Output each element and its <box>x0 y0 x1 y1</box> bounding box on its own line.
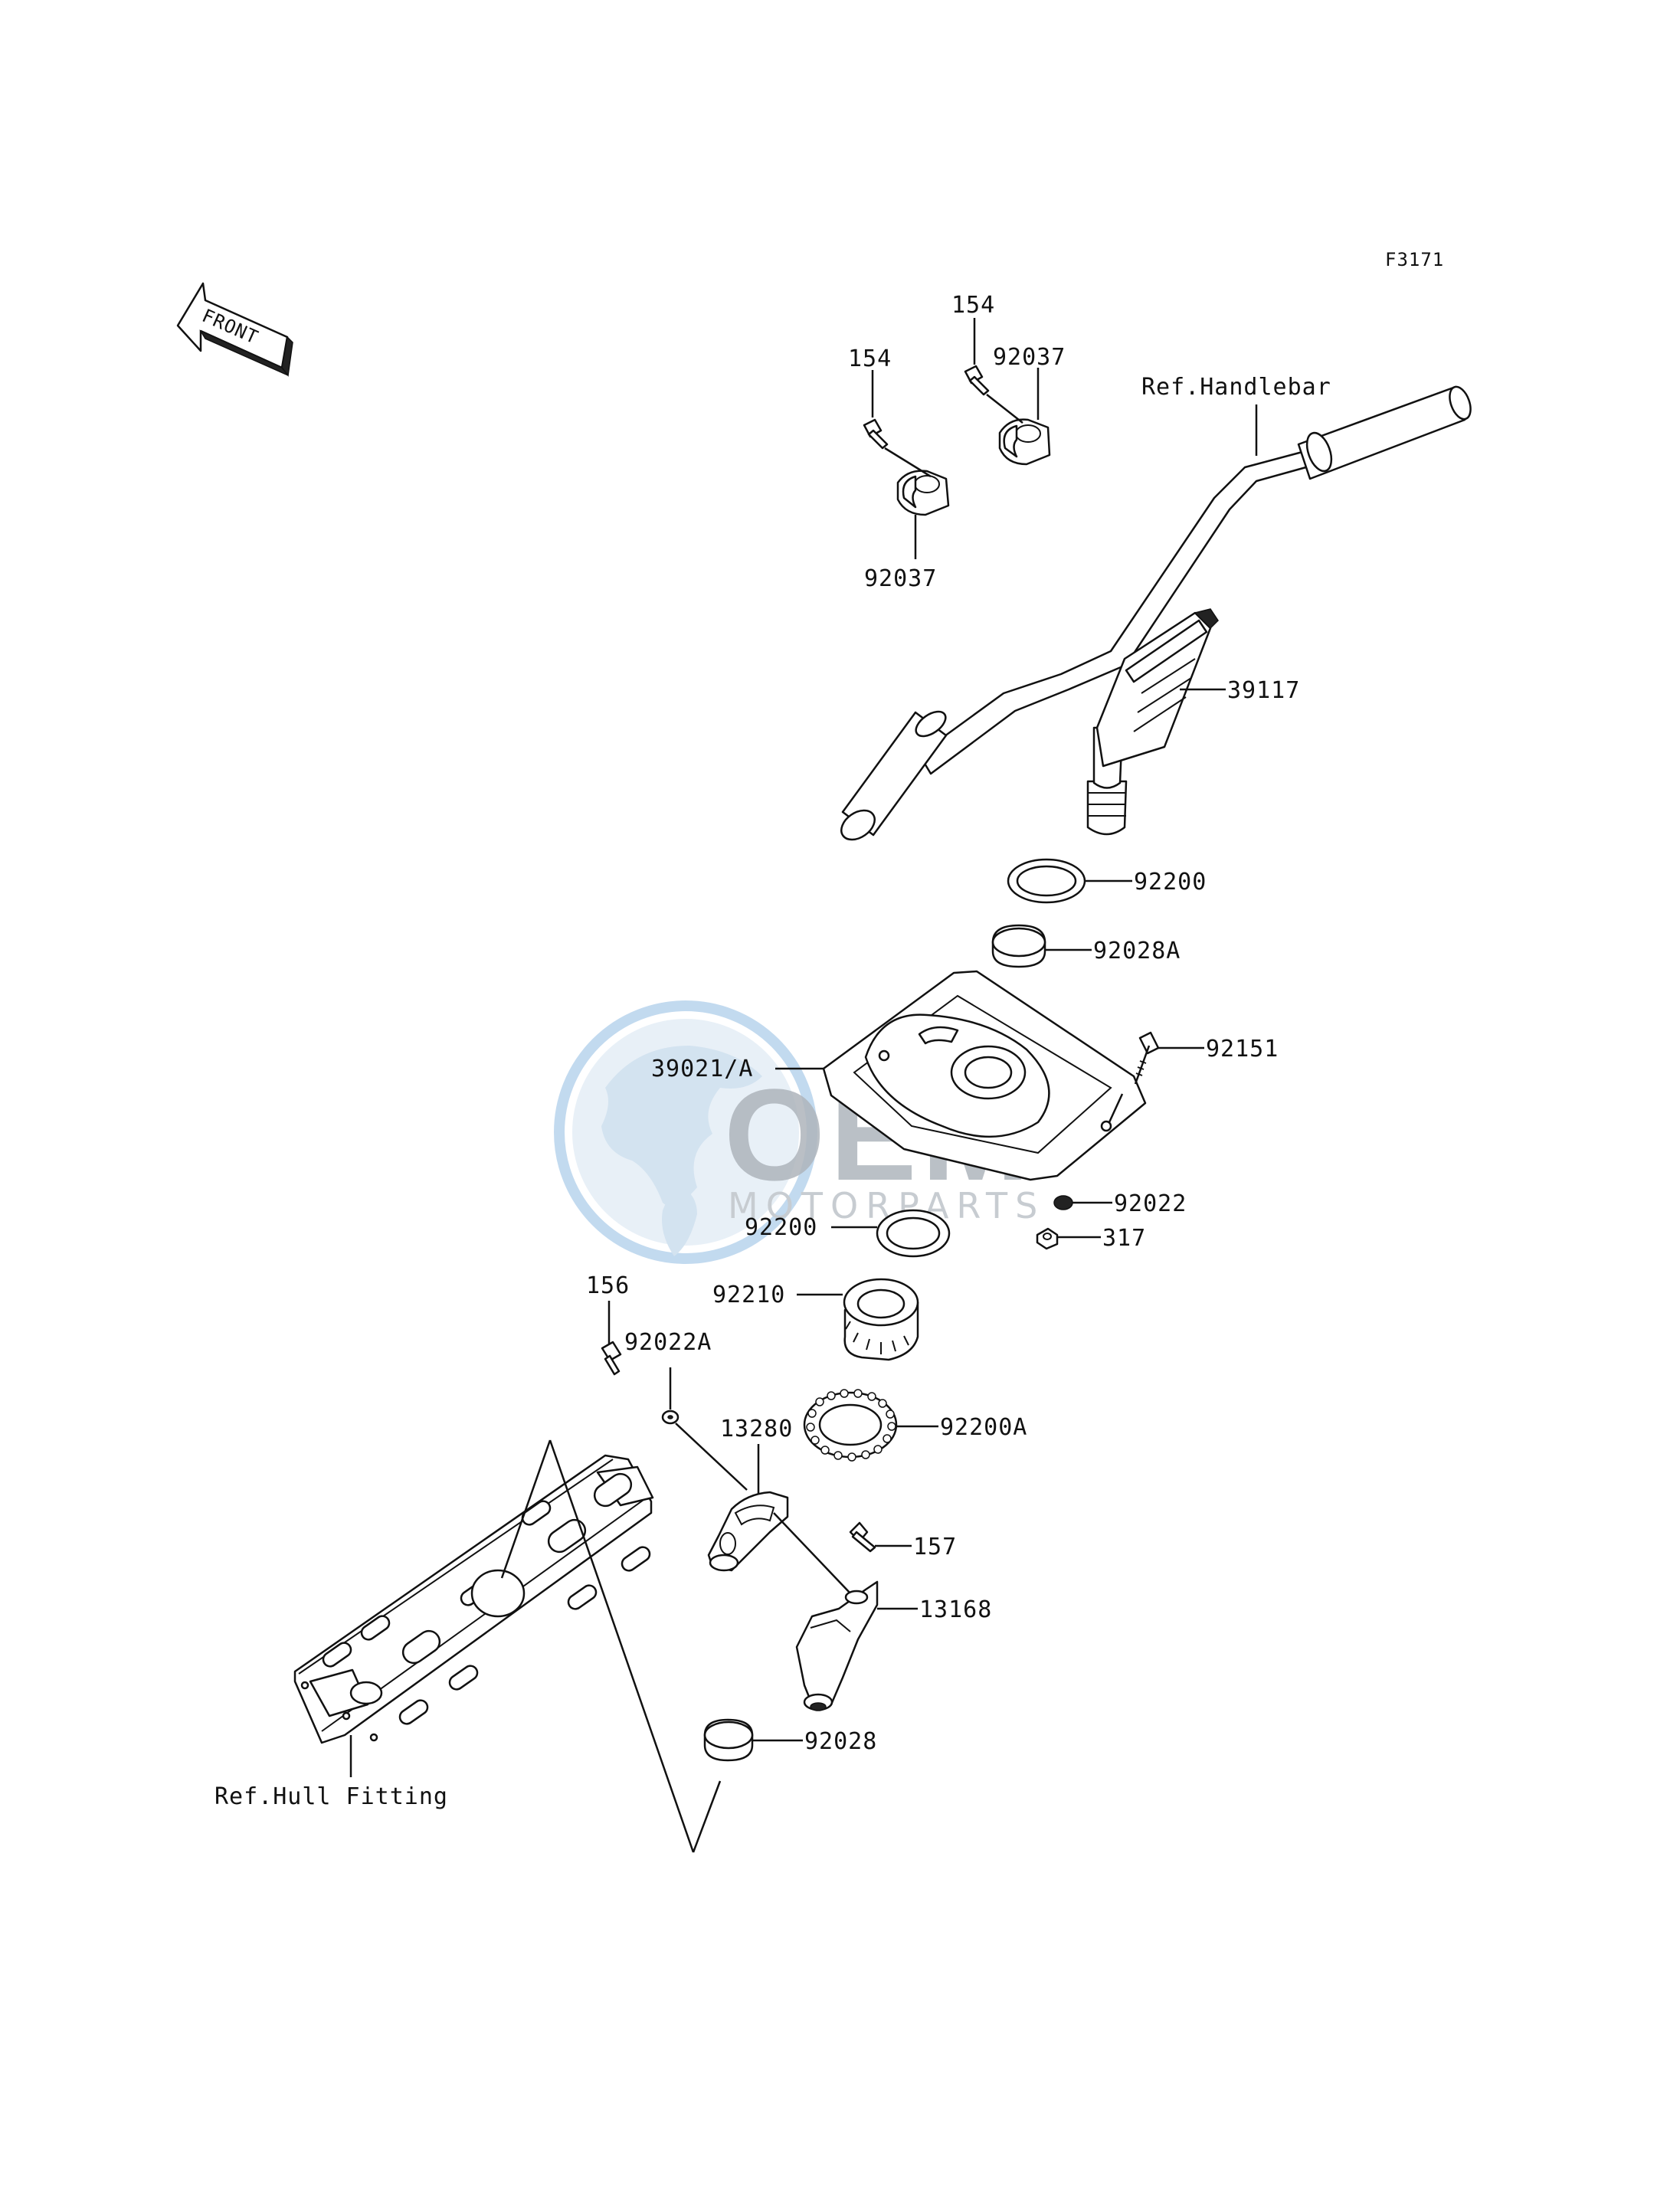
part-92200-mid-ring <box>876 1209 951 1258</box>
part-92028-bushing <box>703 1718 754 1762</box>
label-13168: 13168 <box>919 1596 992 1623</box>
label-92210: 92210 <box>712 1282 785 1308</box>
part-13168-steering-arm <box>795 1580 879 1711</box>
part-157-bolt <box>849 1521 876 1553</box>
label-39021A: 39021/A <box>651 1056 753 1082</box>
part-92037-left-clamp <box>896 470 950 516</box>
label-92037-right: 92037 <box>993 344 1066 371</box>
part-92022-washer <box>1053 1195 1073 1210</box>
label-154-right: 154 <box>951 292 995 319</box>
label-92200A: 92200A <box>940 1414 1027 1441</box>
label-157: 157 <box>913 1534 957 1560</box>
label-ref-handlebar: Ref.Handlebar <box>1141 374 1331 401</box>
part-92151-bolt <box>1134 1031 1160 1085</box>
label-39117: 39117 <box>1227 677 1300 704</box>
label-317: 317 <box>1102 1225 1146 1252</box>
label-92151: 92151 <box>1206 1036 1279 1062</box>
label-ref-hull-fitting: Ref.Hull Fitting <box>215 1783 448 1810</box>
label-92200-top: 92200 <box>1134 869 1207 895</box>
part-154-right-bolt <box>964 365 990 396</box>
label-92022A: 92022A <box>624 1329 712 1356</box>
part-92028A-bushing <box>991 924 1046 968</box>
label-92022: 92022 <box>1114 1190 1187 1217</box>
label-92028: 92028 <box>804 1728 877 1755</box>
label-92028A: 92028A <box>1093 938 1181 964</box>
bearing-balls <box>806 1389 896 1462</box>
part-39117-throttle-column <box>1086 608 1219 836</box>
handlebar <box>840 385 1472 841</box>
label-92037-left: 92037 <box>864 565 937 592</box>
hull-fitting-plate <box>293 1454 654 1744</box>
part-92210-steering-nut <box>843 1278 919 1361</box>
part-39021A-steering-plate <box>822 970 1147 1181</box>
figure-code: F3171 <box>1385 249 1444 270</box>
label-154-left: 154 <box>848 345 892 372</box>
part-92200-top-ring <box>1007 858 1086 904</box>
part-317-nut <box>1036 1227 1059 1250</box>
label-13280: 13280 <box>720 1416 793 1442</box>
part-92200A-bearing <box>803 1389 898 1462</box>
part-13280-clamp <box>707 1491 789 1572</box>
part-156-bolt <box>601 1341 622 1376</box>
watermark-sub-text: MOTORPARTS <box>728 1185 1045 1226</box>
label-156: 156 <box>586 1272 630 1299</box>
label-92200-mid: 92200 <box>745 1214 817 1241</box>
front-direction-arrow-icon: FRONT <box>176 282 293 377</box>
part-154-left-bolt <box>863 418 889 450</box>
part-92037-right-clamp <box>998 418 1051 466</box>
part-92022A-washer <box>661 1410 680 1425</box>
